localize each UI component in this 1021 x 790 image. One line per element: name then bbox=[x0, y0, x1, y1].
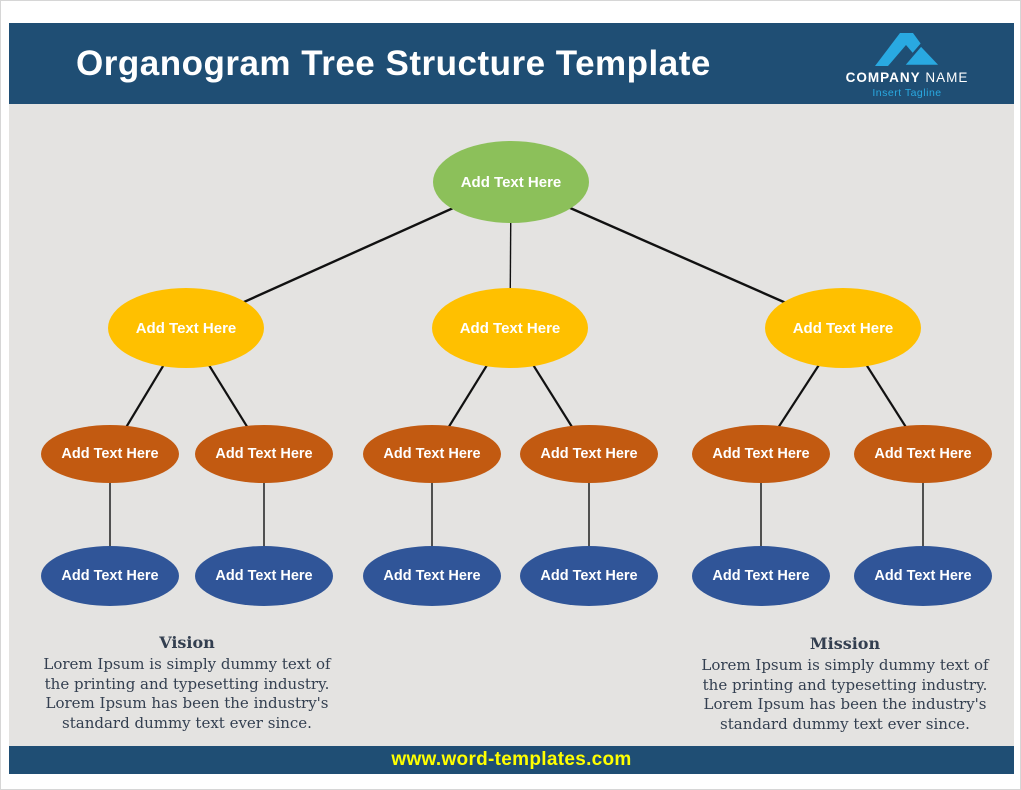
company-name-regular: NAME bbox=[925, 70, 969, 85]
org-node-l4-2[interactable]: Add Text Here bbox=[195, 546, 333, 606]
page-title: Organogram Tree Structure Template bbox=[76, 43, 711, 83]
company-logo: COMPANY NAME Insert Tagline bbox=[842, 31, 972, 99]
org-node-l3-1[interactable]: Add Text Here bbox=[41, 425, 179, 483]
company-name-bold: COMPANY bbox=[845, 70, 921, 85]
vision-body: Lorem Ipsum is simply dummy text of the … bbox=[43, 655, 331, 732]
footer-bar: www.word-templates.com bbox=[9, 746, 1014, 774]
mountain-logo-icon bbox=[875, 33, 944, 67]
org-node-l4-6[interactable]: Add Text Here bbox=[854, 546, 992, 606]
vision-title: Vision bbox=[159, 633, 215, 652]
org-node-l4-5[interactable]: Add Text Here bbox=[692, 546, 830, 606]
org-node-l2-1[interactable]: Add Text Here bbox=[108, 288, 264, 368]
mission-title: Mission bbox=[809, 634, 881, 653]
mission-body: Lorem Ipsum is simply dummy text of the … bbox=[701, 656, 989, 733]
org-node-l3-6[interactable]: Add Text Here bbox=[854, 425, 992, 483]
website-link[interactable]: www.word-templates.com bbox=[391, 749, 632, 770]
org-node-l4-1[interactable]: Add Text Here bbox=[41, 546, 179, 606]
org-node-l4-4[interactable]: Add Text Here bbox=[520, 546, 658, 606]
org-node-l3-4[interactable]: Add Text Here bbox=[520, 425, 658, 483]
org-node-l2-3[interactable]: Add Text Here bbox=[765, 288, 921, 368]
company-name: COMPANY NAME bbox=[842, 70, 972, 85]
org-node-l2-2[interactable]: Add Text Here bbox=[432, 288, 588, 368]
org-node-l3-5[interactable]: Add Text Here bbox=[692, 425, 830, 483]
mission-block: Mission Lorem Ipsum is simply dummy text… bbox=[693, 634, 997, 735]
org-node-l3-3[interactable]: Add Text Here bbox=[363, 425, 501, 483]
vision-block: Vision Lorem Ipsum is simply dummy text … bbox=[35, 633, 339, 734]
diagram-area: Add Text Here Add Text Here Add Text Her… bbox=[9, 104, 1014, 746]
org-node-l4-3[interactable]: Add Text Here bbox=[363, 546, 501, 606]
org-node-l3-2[interactable]: Add Text Here bbox=[195, 425, 333, 483]
company-tagline: Insert Tagline bbox=[872, 87, 942, 99]
org-node-root[interactable]: Add Text Here bbox=[433, 141, 589, 223]
header-bar: Organogram Tree Structure Template COMPA… bbox=[9, 23, 1014, 104]
